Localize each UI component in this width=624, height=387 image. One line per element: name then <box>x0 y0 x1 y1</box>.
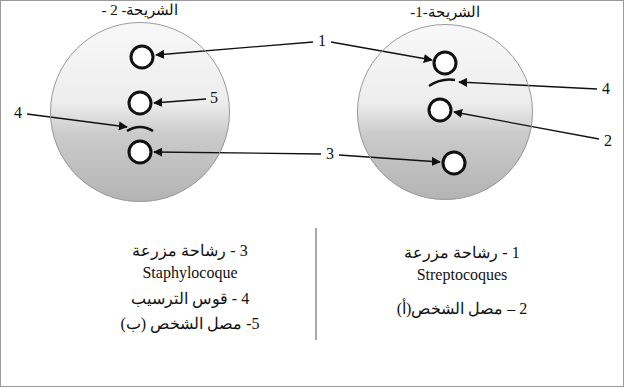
callout-number: 5 <box>208 87 220 109</box>
gel-fill <box>50 22 230 202</box>
slide-dish: الشريحة- 2 - <box>46 22 234 202</box>
key-entry: 2 – مصل الشخص(أ) <box>397 298 528 320</box>
gel-fill <box>357 24 533 200</box>
dish-rim <box>51 23 230 202</box>
leader-line <box>454 112 599 139</box>
slide-title: الشريحة- 2 - <box>46 0 234 20</box>
leader-line <box>156 42 313 55</box>
key-entry: 5- مصل الشخص (ب) <box>121 313 260 335</box>
well <box>443 152 465 174</box>
leader-line <box>154 152 321 154</box>
slide-title: الشريحة-1- <box>353 2 537 22</box>
well <box>429 99 451 121</box>
well <box>434 52 456 74</box>
leader-line <box>154 99 206 103</box>
dish-rim <box>358 25 533 200</box>
precipitation-arc <box>429 80 455 86</box>
well <box>129 92 151 114</box>
key-entry: 1 - رشاحة مزرعة Streptocoques <box>387 242 537 286</box>
leader-line <box>27 114 127 127</box>
divider-line <box>316 228 317 340</box>
leader-line <box>331 42 432 60</box>
callout-number: 4 <box>600 78 612 100</box>
callout-number: 4 <box>12 102 24 124</box>
key-entry: 3 - رشاحة مزرعة Staphylocoque <box>115 240 265 284</box>
dish-outline <box>353 24 537 200</box>
key-entry: 4 - قوس الترسيب <box>131 288 249 310</box>
dish-outline <box>46 22 234 202</box>
callout-number: 2 <box>602 130 614 152</box>
slide-dish: الشريحة-1- <box>353 24 537 200</box>
leader-line <box>339 155 440 162</box>
callout-number: 3 <box>324 143 336 165</box>
well <box>131 46 153 68</box>
precipitation-arc <box>127 127 153 131</box>
callout-number: 1 <box>316 30 328 52</box>
well <box>129 141 151 163</box>
